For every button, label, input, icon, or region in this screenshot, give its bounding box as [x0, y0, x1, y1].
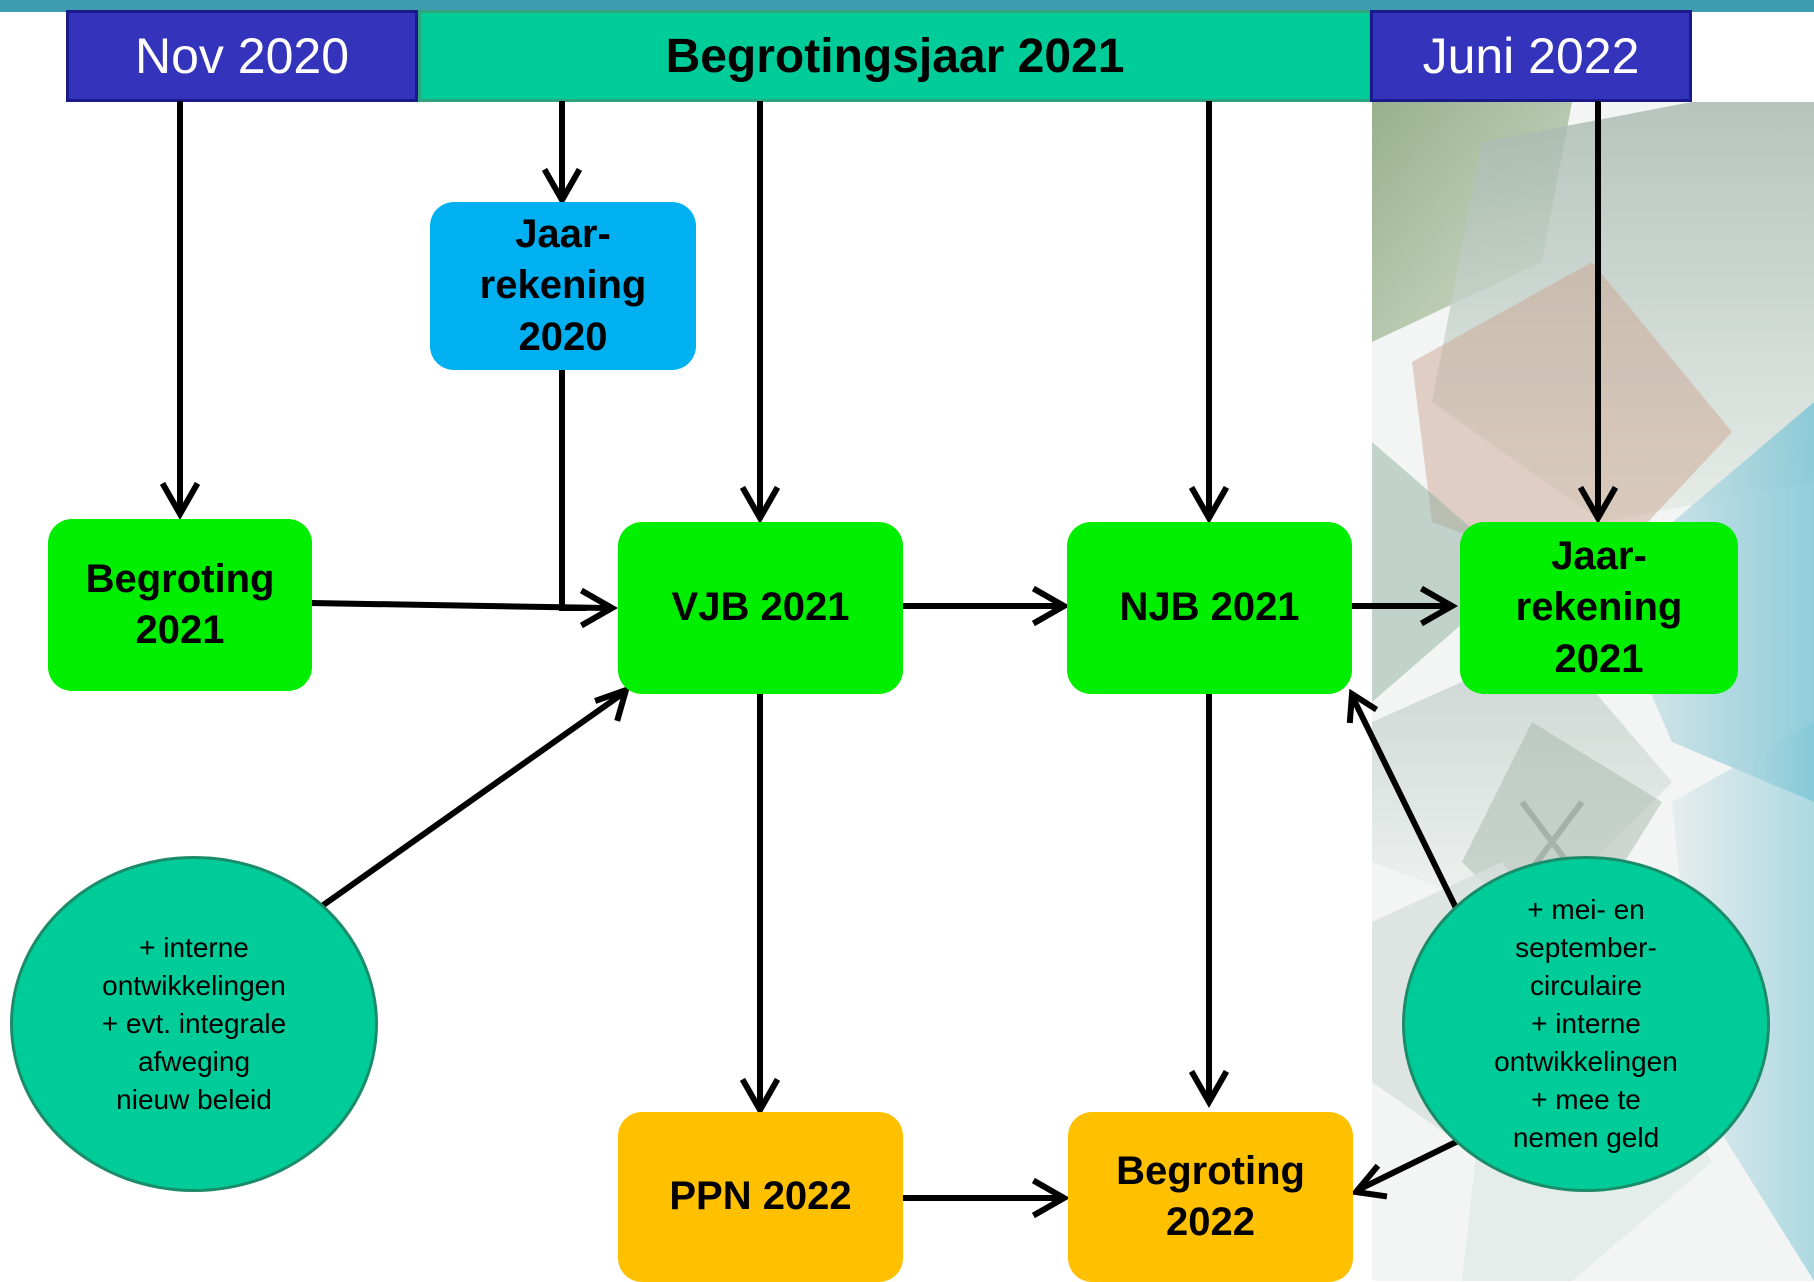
arrow-note-right-to-begroting-2022: [1357, 1137, 1461, 1193]
arrow-note-right-to-njb: [1349, 695, 1461, 913]
header-start-date: Nov 2020: [66, 10, 418, 102]
arrowhead-njb-2021-bottom: [1346, 688, 1379, 724]
arrowhead-njb-2021-left: [1031, 585, 1071, 627]
arrow-begroting-2021-to-vjb: [308, 599, 608, 612]
header-end-label: Juni 2022: [1422, 28, 1640, 84]
note-left-text: + interne ontwikkelingen + evt. integral…: [101, 931, 287, 1116]
header-start-label: Nov 2020: [134, 28, 350, 84]
arrowhead-jaarrekening-2020: [541, 167, 583, 207]
node-jaarrekening-2021-label: Jaar- rekening 2021: [1515, 534, 1683, 681]
node-vjb-2021-label: VJB 2021: [671, 585, 850, 630]
arrowhead-begroting-2022-right: [1350, 1163, 1388, 1200]
arrowhead-begroting-2022-top: [1188, 1069, 1230, 1109]
node-vjb-2021: VJB 2021: [618, 522, 903, 694]
arrowhead-jaarrekening-2021-left: [1419, 585, 1459, 627]
note-right-text: + mei- en september- circulaire + intern…: [1494, 893, 1678, 1154]
node-jaarrekening-2020-label: Jaar- rekening 2020: [479, 212, 647, 359]
node-njb-2021: NJB 2021: [1067, 522, 1352, 694]
node-begroting-2021-label: Begroting 2021: [85, 556, 275, 652]
header-center-label: Begrotingsjaar 2021: [665, 29, 1125, 83]
note-circulars: + mei- en september- circulaire + intern…: [1402, 856, 1770, 1192]
node-njb-2021-label: NJB 2021: [1119, 585, 1300, 630]
header-budget-year: Begrotingsjaar 2021: [418, 10, 1372, 102]
arrowhead-begroting-2022-left: [1031, 1177, 1071, 1219]
arrowhead-vjb-2021-bottom: [594, 685, 631, 722]
arrowhead-vjb-2021-left: [579, 587, 619, 629]
arrowhead-vjb-2021-top: [739, 485, 781, 525]
note-internal-developments: + interne ontwikkelingen + evt. integral…: [10, 856, 378, 1192]
arrow-jaarrekening-2020-to-vjb: [559, 369, 587, 611]
node-begroting-2022-label: Begroting 2022: [1116, 1148, 1305, 1244]
arrow-note-left-to-vjb: [317, 689, 627, 911]
node-ppn-2022: PPN 2022: [618, 1112, 903, 1282]
node-ppn-2022-label: PPN 2022: [669, 1174, 852, 1219]
arrowhead-ppn-2022-top: [739, 1077, 781, 1117]
node-jaarrekening-2021: Jaar- rekening 2021: [1460, 522, 1738, 694]
header-end-date: Juni 2022: [1370, 10, 1692, 102]
top-strip: [0, 0, 1814, 12]
arrowhead-jaarrekening-2021-top: [1577, 485, 1619, 525]
node-jaarrekening-2020: Jaar- rekening 2020: [430, 202, 696, 370]
arrowhead-njb-2021-top: [1188, 485, 1230, 525]
node-begroting-2022: Begroting 2022: [1068, 1112, 1353, 1282]
node-begroting-2021: Begroting 2021: [48, 519, 312, 691]
arrowhead-begroting-2021: [159, 481, 201, 521]
